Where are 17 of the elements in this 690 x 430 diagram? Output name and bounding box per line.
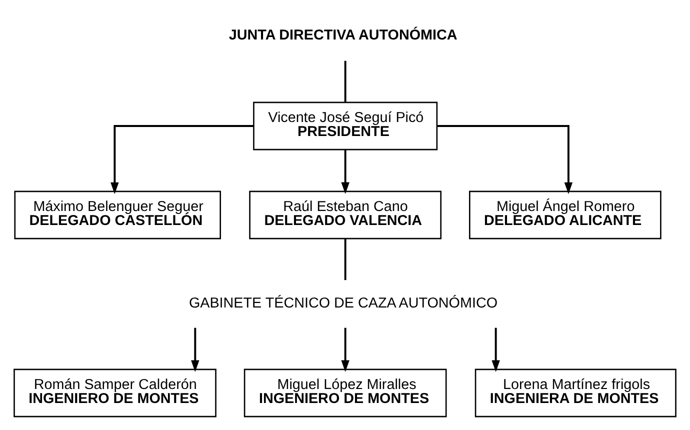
arrow bbox=[341, 328, 350, 372]
node-box: Vicente José Seguí Picó PRESIDENTE bbox=[253, 102, 438, 150]
node-box: Máximo Belenguer Seguer DELEGADO CASTELLÓN bbox=[14, 190, 221, 240]
connector bbox=[344, 238, 346, 280]
node-box: Román Samper Calderón INGENIERO DE MONTES bbox=[14, 368, 216, 418]
node-box: Miguel Ángel Romero DELEGADO ALICANTE bbox=[469, 190, 662, 240]
node-box: Miguel López Miralles INGENIERO DE MONTES bbox=[244, 368, 447, 418]
node-box: Lorena Martínez frigols INGENIERA DE MONTES bbox=[474, 368, 676, 418]
connector bbox=[344, 60, 346, 102]
node-text: GABINETE TÉCNICO DE CAZA AUTONÓMICO bbox=[188, 296, 498, 312]
arrow bbox=[437, 125, 573, 194]
arrow bbox=[110, 125, 254, 194]
node-box: Raúl Esteban Cano DELEGADO VALENCIA bbox=[249, 190, 442, 240]
arrow bbox=[492, 328, 500, 372]
arrow bbox=[341, 150, 350, 194]
node-text: JUNTA DIRECTIVA AUTONÓMICA bbox=[228, 27, 458, 44]
arrow bbox=[191, 328, 200, 372]
